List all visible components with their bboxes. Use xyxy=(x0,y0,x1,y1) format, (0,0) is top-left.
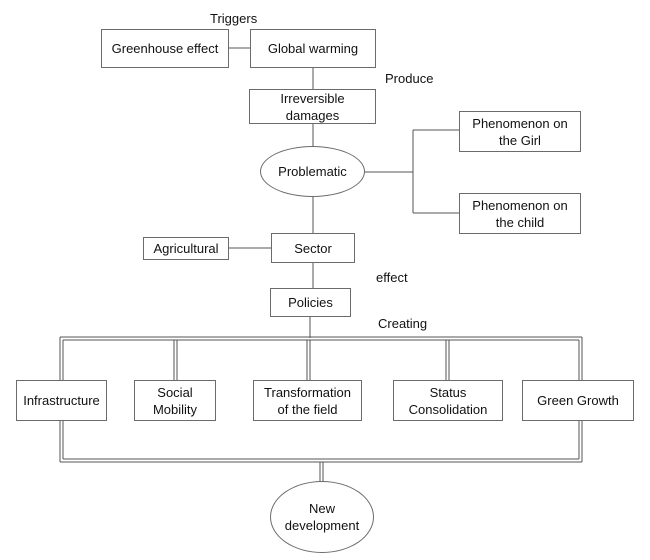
node-irreversible-damages: Irreversible damages xyxy=(249,89,376,124)
label-effect: effect xyxy=(376,270,408,285)
label-creating: Creating xyxy=(378,316,428,331)
label-triggers: Triggers xyxy=(210,11,258,26)
node-policies: Policies xyxy=(270,288,351,317)
node-agricultural: Agricultural xyxy=(143,237,229,260)
node-social-mobility: Social Mobility xyxy=(134,380,216,421)
node-new-development: New development xyxy=(270,481,374,553)
node-global-warming: Global warming xyxy=(250,29,376,68)
node-sector: Sector xyxy=(271,233,355,263)
node-phenomenon-girl: Phenomenon on the Girl xyxy=(459,111,581,152)
node-green-growth: Green Growth xyxy=(522,380,634,421)
node-greenhouse-effect: Greenhouse effect xyxy=(101,29,229,68)
node-status-consolidation: Status Consolidation xyxy=(393,380,503,421)
node-transformation-of-field: Transformation of the field xyxy=(253,380,362,421)
label-produce: Produce xyxy=(385,71,434,86)
node-infrastructure: Infrastructure xyxy=(16,380,107,421)
node-problematic: Problematic xyxy=(260,146,365,197)
node-phenomenon-child: Phenomenon on the child xyxy=(459,193,581,234)
